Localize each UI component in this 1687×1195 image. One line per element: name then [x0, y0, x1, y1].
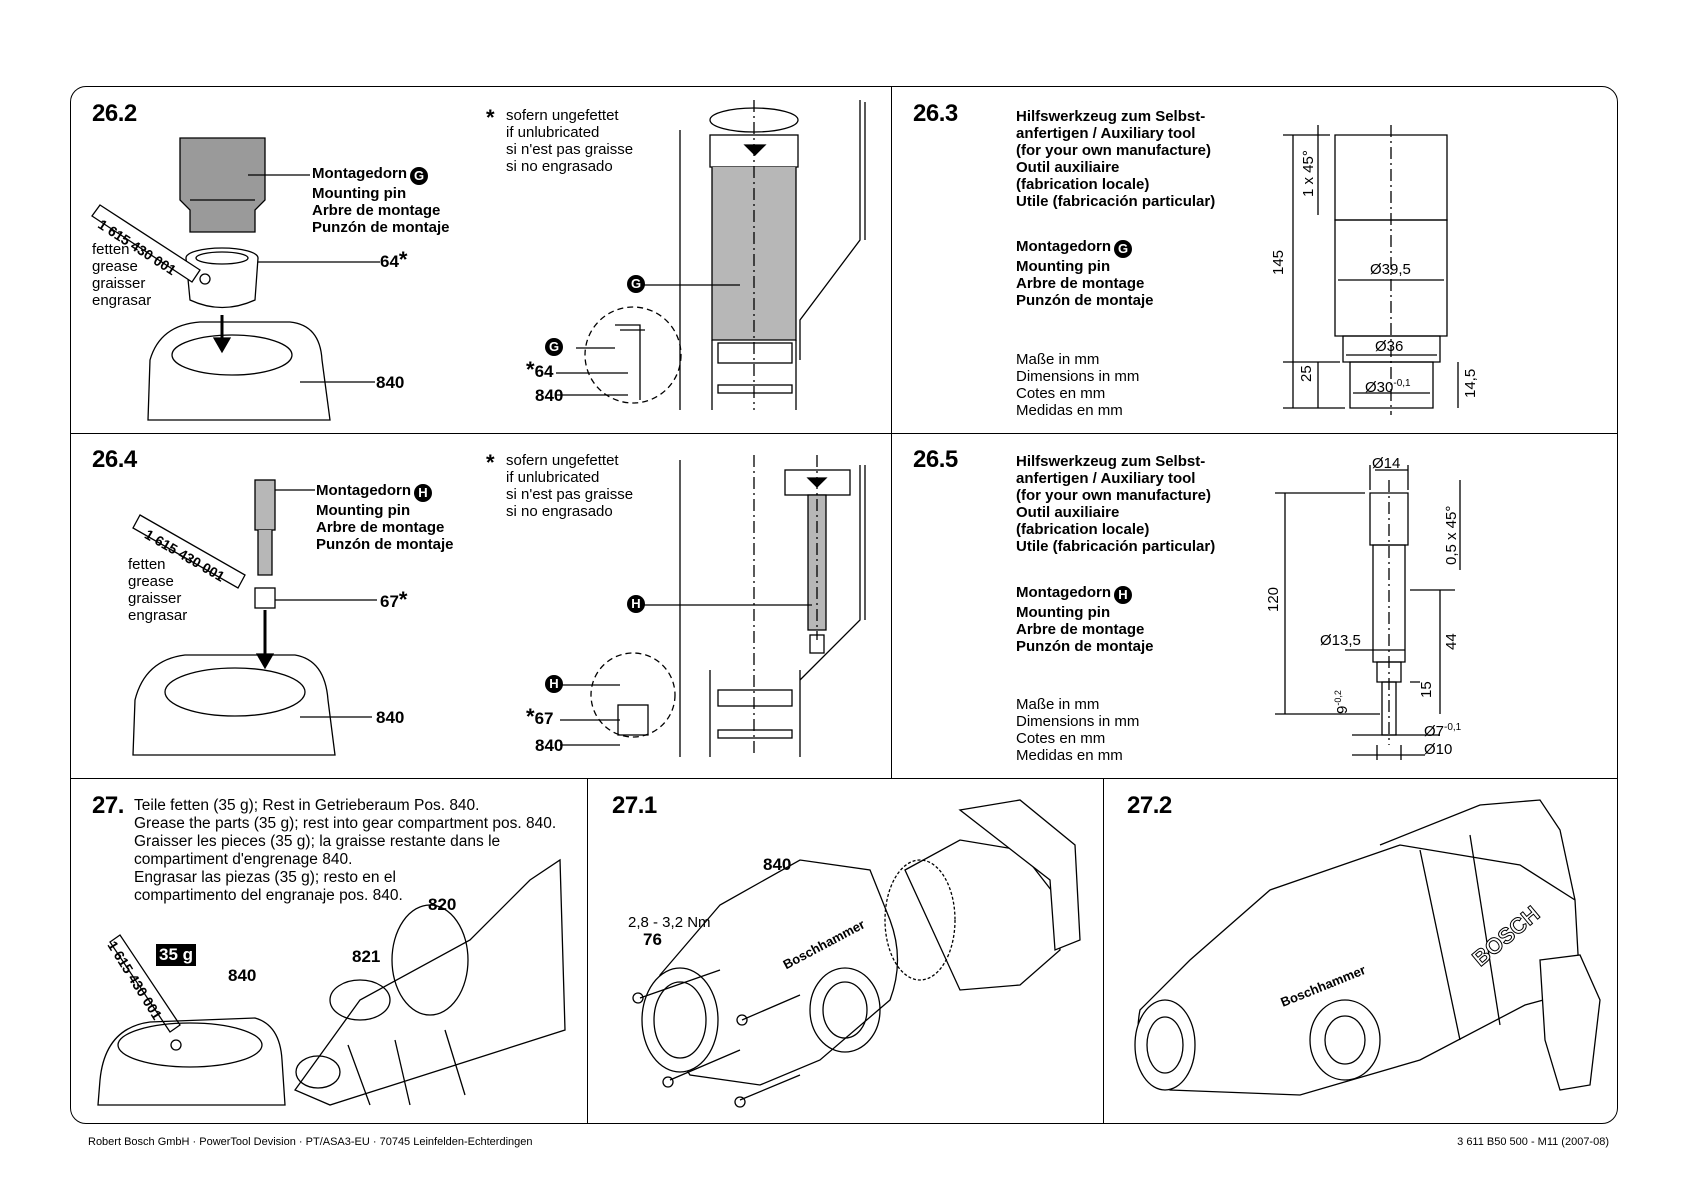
dim-dia-30: Ø30-0,1 [1365, 378, 1411, 396]
marker-h-badge: H [414, 484, 432, 502]
illustration-26-2 [91, 100, 866, 421]
asterisk-icon: * [486, 105, 495, 130]
panel-number-27-2: 27.2 [1127, 792, 1172, 819]
detail-part-67-label: *67 [526, 704, 554, 729]
part-67-label: 67* [380, 587, 408, 612]
part-840-label-271: 840 [763, 855, 792, 874]
row-divider-2 [70, 778, 1618, 779]
panel-number-27-1: 27.1 [612, 792, 657, 819]
grease-parts-instruction: Teile fetten (35 g); Rest in Getrieberau… [134, 797, 557, 904]
dim-length-25: 25 [1298, 365, 1315, 382]
part-840-label-27: 840 [228, 966, 257, 985]
torque-spec: 2,8 - 3,2 Nm [628, 914, 711, 931]
detail-part-64-label: *64 [526, 357, 554, 382]
dim-chamfer-263: 1 x 45° [1300, 150, 1317, 197]
panel-number-27: 27. [92, 792, 124, 819]
part-76-label: 76 [643, 930, 662, 949]
dim-chamfer-265: 0,5 x 45° [1443, 505, 1460, 565]
col-divider-bottom-1 [587, 778, 588, 1124]
marker-g-detail: G [545, 338, 563, 356]
dim-dia-7: Ø7-0,1 [1424, 722, 1462, 740]
part-64-label: 64* [380, 247, 408, 272]
part-821-label: 821 [352, 947, 381, 966]
marker-g-badge: G [1114, 240, 1132, 258]
panel-number-26-5: 26.5 [913, 446, 958, 473]
illustration-27-2 [1134, 799, 1601, 1096]
marker-g-badge: G [410, 167, 428, 185]
row-divider-1 [70, 433, 1618, 434]
col-divider-top [891, 86, 892, 778]
dim-length-9: 9-0,2 [1333, 690, 1351, 714]
part-820-label: 820 [428, 895, 457, 914]
detail-part-840-label: 840 [535, 386, 564, 405]
dim-length-14-5: 14,5 [1462, 368, 1479, 398]
detail-part-840-label-264: 840 [535, 736, 564, 755]
col-divider-bottom-2 [1103, 778, 1104, 1124]
manual-sheet-frame [70, 86, 1618, 1124]
part-840-label: 840 [376, 373, 405, 392]
illustration-26-4 [132, 455, 866, 757]
dim-length-120: 120 [1265, 586, 1282, 612]
illustration-27 [97, 858, 566, 1106]
illustration-26-5 [1275, 465, 1461, 760]
footer-document-number: 3 611 B50 500 - M11 (2007-08) [1457, 1136, 1609, 1148]
panel-number-26-2: 26.2 [92, 100, 137, 127]
marker-g-callout: G [627, 275, 645, 293]
auxiliary-tool-title-263: Hilfswerkzeug zum Selbst-anfertigen / Au… [1016, 108, 1216, 210]
grease-amount-badge: 35 g [156, 944, 197, 966]
illustration-27-1 [632, 799, 1081, 1108]
marker-h-detail: H [545, 675, 563, 693]
marker-h-callout: H [627, 595, 645, 613]
dim-length-145: 145 [1270, 249, 1287, 275]
asterisk-icon: * [398, 247, 408, 272]
illustration-26-3 [1283, 125, 1459, 415]
footer-company: Robert Bosch GmbH · PowerTool Devision ·… [88, 1136, 533, 1148]
dim-dia-14: Ø14 [1372, 455, 1401, 472]
panel-number-26-4: 26.4 [92, 446, 137, 473]
dim-length-44: 44 [1443, 633, 1460, 650]
dim-dia-39-5: Ø39,5 [1370, 261, 1411, 278]
auxiliary-tool-title-265: Hilfswerkzeug zum Selbst-anfertigen / Au… [1016, 453, 1216, 555]
dim-dia-36: Ø36 [1375, 338, 1404, 355]
dim-length-15: 15 [1418, 681, 1435, 698]
panel-number-26-3: 26.3 [913, 100, 958, 127]
dim-dia-13-5: Ø13,5 [1320, 632, 1361, 649]
part-840-label-264: 840 [376, 708, 405, 727]
dim-dia-10: Ø10 [1424, 741, 1453, 758]
marker-h-badge: H [1114, 586, 1132, 604]
